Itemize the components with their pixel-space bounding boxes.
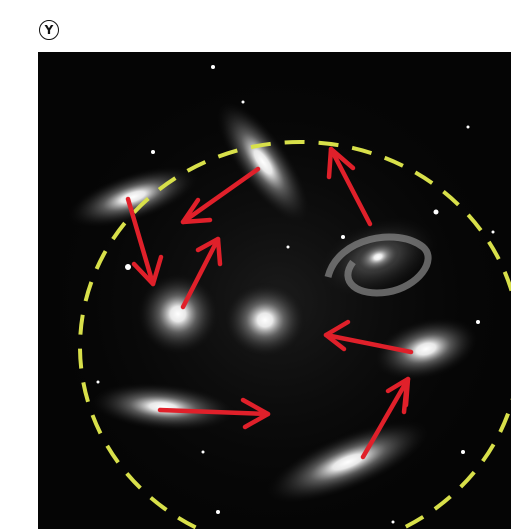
stars xyxy=(96,65,495,524)
arrow-8 xyxy=(401,379,410,415)
galaxies xyxy=(66,98,480,505)
arrow-4 xyxy=(326,146,373,227)
arrow-2 xyxy=(125,196,164,287)
galaxy-right xyxy=(372,316,480,382)
arrow-3 xyxy=(180,236,223,310)
galaxy-top xyxy=(214,98,312,226)
galaxy-bottom xyxy=(263,419,433,505)
dashed-circle xyxy=(78,140,511,529)
panel-label: Y xyxy=(39,20,59,40)
arrow-5 xyxy=(323,319,414,355)
galaxy-upper-left xyxy=(66,165,200,229)
arrow-1 xyxy=(180,166,261,225)
galaxy-center-right xyxy=(223,282,307,358)
galaxy-spiral xyxy=(356,241,400,273)
galaxy-lower-left xyxy=(88,382,238,432)
arrows xyxy=(125,146,414,460)
galaxy-center-left xyxy=(136,272,220,356)
galaxy-spiral-arm xyxy=(324,233,432,297)
arrow-6 xyxy=(157,397,271,430)
galaxy-photo-svg xyxy=(38,52,511,529)
galaxy-photo xyxy=(38,52,511,529)
